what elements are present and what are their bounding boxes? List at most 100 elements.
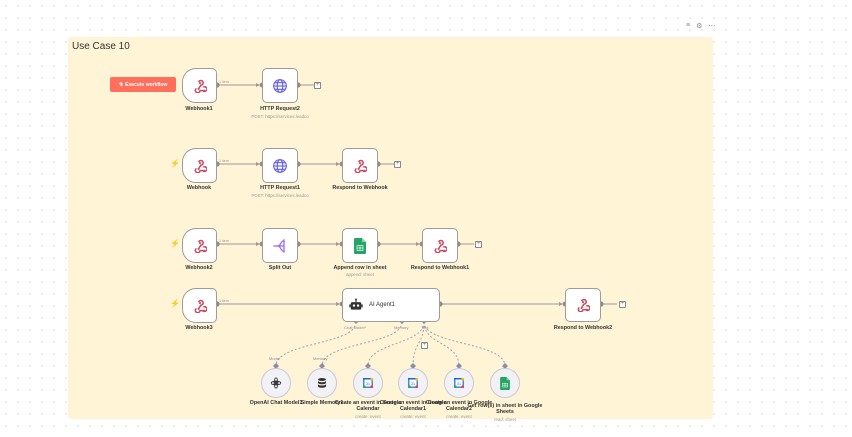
ai-connection-model[interactable] (275, 321, 357, 367)
execute-workflow-button[interactable]: ⚗ Execute workflow (110, 77, 176, 92)
ai-connection-memory[interactable] (321, 321, 403, 367)
node-label: Respond to Webhook2 (553, 325, 613, 331)
ai-connection-tool-4[interactable] (423, 321, 506, 367)
ai-connection-tool-3[interactable] (423, 321, 460, 367)
node-label: Webhook2 (185, 265, 213, 271)
svg-text:31: 31 (366, 382, 370, 386)
sticky-note[interactable] (68, 37, 713, 419)
subnode-diamond-memory (319, 363, 325, 369)
trigger-bolt-icon: ⚡ (170, 239, 180, 248)
webhook-icon (194, 299, 207, 313)
connector-label-memory: Memory (394, 325, 409, 330)
node-label: Split Out (268, 265, 292, 271)
subnode-label: Create an event in Google Calendar1 (379, 400, 447, 413)
node-label: HTTP Request2 (260, 106, 300, 112)
flask-icon: ⚗ (118, 81, 124, 88)
robot-icon (349, 298, 363, 310)
subnode-subtitle: create: event (355, 414, 381, 419)
webhook-icon (577, 298, 590, 312)
globe-icon (273, 158, 287, 173)
node-append-row-in-sheet[interactable] (342, 228, 378, 263)
connector-label-chat-model: Chat Model* (344, 325, 367, 330)
calendar-icon: 31 (454, 378, 464, 388)
subnode-label: Simple Memory1 (300, 400, 344, 406)
canvas-toolbar: ≡ ⚙ ⋯ (686, 22, 715, 30)
subnode-diamond-model (273, 363, 279, 369)
add-tool-button[interactable]: + (421, 342, 428, 349)
openai-icon (270, 377, 282, 389)
subnode-google-calendar2[interactable]: 31 (444, 368, 474, 398)
webhook-icon (434, 239, 447, 253)
node-label: Webhook1 (185, 106, 213, 112)
subnode-label: Get row(s) in sheet in Google Sheets (467, 403, 543, 416)
calendar-icon: 31 (408, 378, 418, 388)
ai-connection-tool-2[interactable] (412, 321, 425, 367)
svg-text:31: 31 (457, 382, 461, 386)
add-node-button[interactable]: + (394, 161, 401, 168)
item-count: 1 item (219, 80, 229, 84)
subnode-google-calendar1[interactable]: 31 (398, 368, 428, 398)
node-respond-to-webhook2[interactable] (565, 288, 601, 322)
node-http-request2[interactable] (262, 68, 298, 103)
gear-icon[interactable]: ⚙ (696, 23, 703, 30)
node-webhook2[interactable] (182, 228, 217, 263)
node-label: Respond to Webhook1 (410, 265, 470, 271)
subnode-openai-chat-model1[interactable] (261, 368, 291, 398)
item-count: 1 item (219, 159, 229, 163)
svg-text:31: 31 (411, 382, 415, 386)
subnode-connector-label-memory: Memory (313, 356, 328, 361)
sheets-icon (500, 376, 510, 390)
subnode-subtitle: read: sheet (494, 417, 516, 422)
subnode-connector-label-model: Model (269, 356, 280, 361)
node-split-out[interactable] (262, 228, 298, 263)
subnode-subtitle: create: event (400, 414, 426, 419)
subnode-diamond-sheets (502, 363, 508, 369)
subnode-subtitle: create: event (446, 414, 472, 419)
node-respond-to-webhook1[interactable] (422, 228, 458, 263)
item-count: 1 item (219, 239, 229, 243)
add-node-button[interactable]: + (314, 82, 321, 89)
item-count: 1 item (219, 299, 229, 303)
node-webhook[interactable] (182, 148, 217, 183)
subnode-simple-memory1[interactable] (307, 368, 337, 398)
node-webhook1[interactable] (182, 68, 217, 103)
align-icon[interactable]: ≡ (686, 22, 691, 29)
database-icon (318, 378, 326, 388)
add-node-button[interactable]: + (475, 241, 482, 248)
subnode-label: Create an event in Google Calendar2 (425, 400, 493, 413)
sticky-note-title: Use Case 10 (72, 41, 130, 52)
node-webhook3[interactable] (182, 288, 217, 323)
webhook-icon (194, 239, 207, 253)
subnode-label: Create an event in Google Calendar (334, 400, 402, 413)
trigger-bolt-icon: ⚡ (170, 159, 180, 168)
trigger-bolt-icon: ⚡ (170, 299, 180, 308)
node-label: Respond to Webhook (332, 185, 388, 191)
node-label: Webhook (186, 185, 212, 191)
node-subtitle: POST: https://services.leadco (251, 114, 309, 119)
node-ai-agent1[interactable]: AI Agent1 (342, 288, 440, 322)
subnode-diamond-calendar1 (410, 363, 416, 369)
node-label: Webhook3 (185, 325, 213, 331)
node-http-request1[interactable] (262, 148, 298, 183)
subnode-label: OpenAI Chat Model1 (249, 400, 303, 406)
split-icon (273, 238, 285, 253)
subnode-google-sheets[interactable] (490, 368, 520, 398)
execute-workflow-label: Execute workflow (125, 81, 168, 88)
add-node-button[interactable]: + (619, 301, 626, 308)
webhook-icon (354, 159, 367, 173)
node-label: HTTP Request1 (260, 185, 300, 191)
sheets-icon (354, 237, 366, 254)
node-respond-to-webhook[interactable] (342, 148, 378, 183)
ai-connection-tool-1[interactable] (367, 321, 425, 367)
globe-icon (273, 78, 287, 93)
subnode-google-calendar[interactable]: 31 (353, 368, 383, 398)
more-icon[interactable]: ⋯ (708, 23, 716, 30)
webhook-icon (194, 159, 207, 173)
node-subtitle: append: sheet (346, 272, 374, 277)
subnode-diamond-calendar2 (456, 363, 462, 369)
node-label: AI Agent1 (369, 302, 396, 308)
subnode-diamond-calendar (365, 363, 371, 369)
node-label: Append row in sheet (333, 265, 387, 271)
connector-label-tool: Tool (421, 325, 429, 330)
